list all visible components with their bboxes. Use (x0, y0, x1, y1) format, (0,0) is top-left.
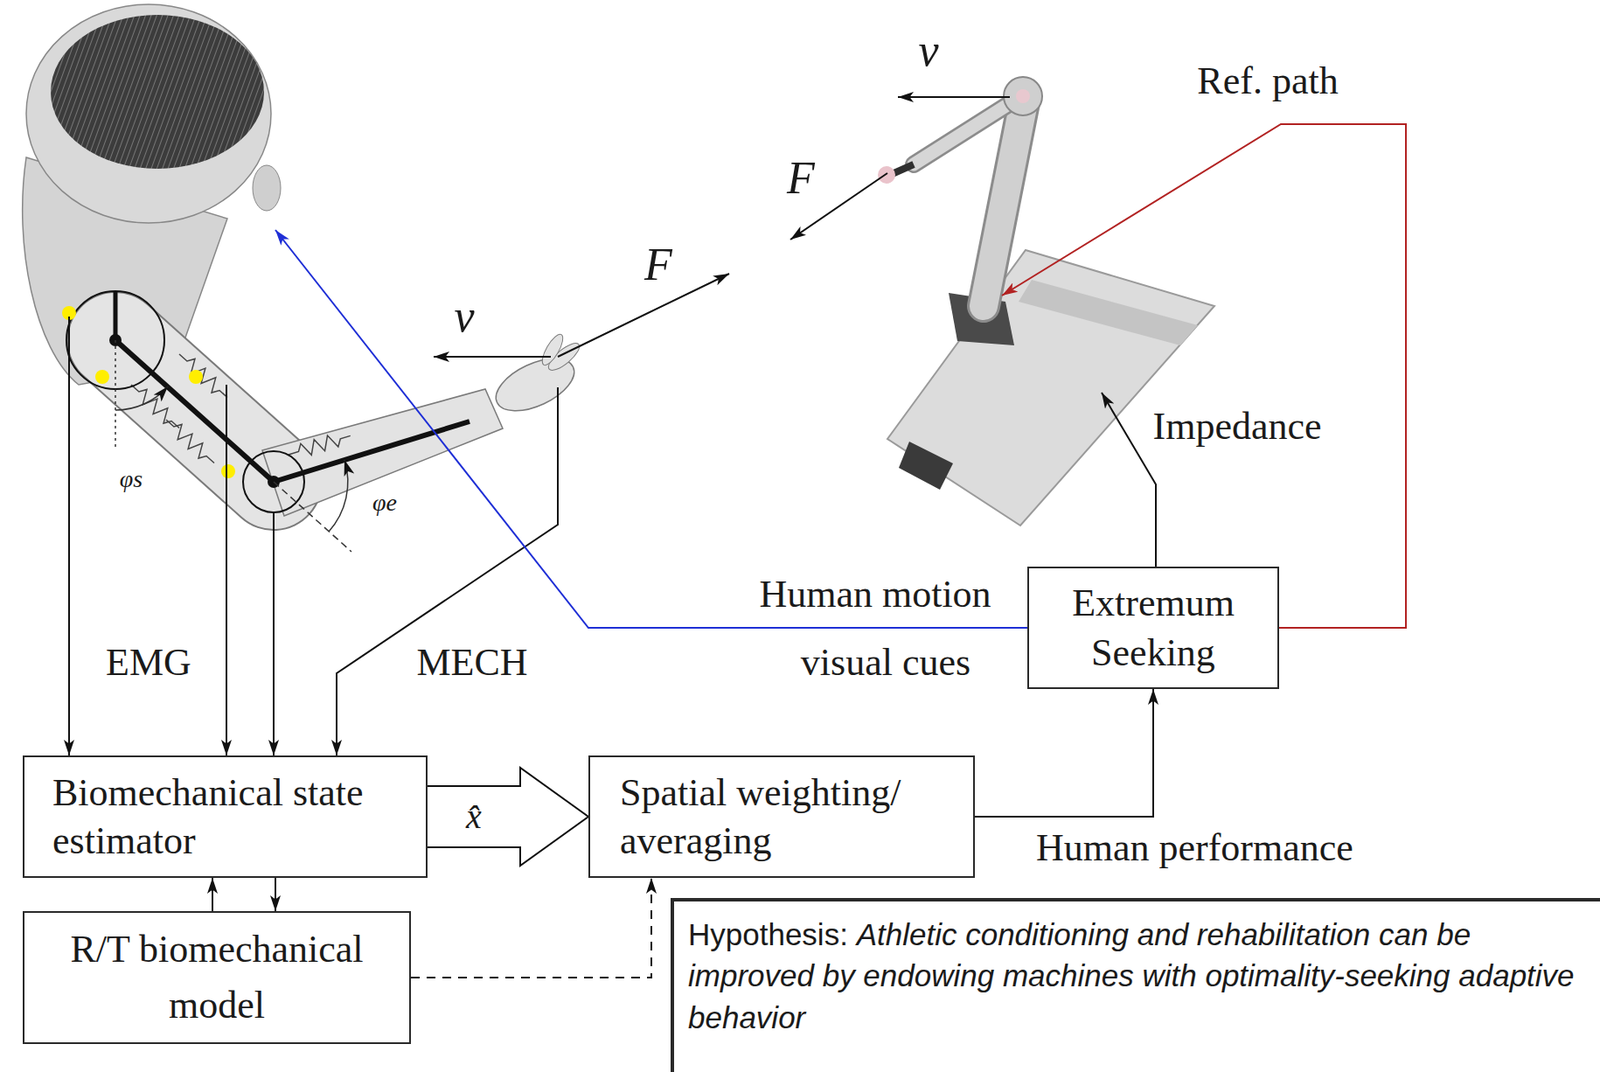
angle-arc (115, 386, 168, 411)
emg-electrode (95, 369, 110, 384)
spring-symbol (286, 429, 353, 462)
angle-reference (114, 340, 117, 451)
emg-electrode (188, 369, 203, 384)
robot-link (913, 96, 1022, 165)
force-arrow (557, 273, 730, 357)
process-box: Hypothesis:Athletic conditioning and reh… (670, 897, 1600, 1072)
signal-label: EMG (105, 641, 192, 684)
robot-joint (1015, 89, 1030, 104)
signal-label: Human motion (758, 573, 991, 616)
robot-link (983, 97, 1025, 307)
text-block: Extremum Seeking (1052, 577, 1254, 678)
process-box: R/T biomechanical model (22, 911, 411, 1044)
spring-symbol (174, 348, 233, 403)
head (26, 4, 272, 223)
robot-link (983, 97, 1025, 307)
robot-base-panel (1018, 279, 1198, 346)
forearm (262, 389, 503, 516)
signal-label: visual cues (800, 641, 971, 684)
signal-wire (336, 387, 558, 756)
symbol-label: F (644, 239, 673, 290)
box-label: R/T biomechanical model (41, 921, 392, 1034)
spring-symbol (126, 379, 185, 433)
symbol-label: φs (119, 466, 143, 494)
process-box: Biomechanical state estimator (22, 755, 428, 878)
angle-arc (328, 459, 348, 532)
process-box: Extremum Seeking (1027, 566, 1280, 689)
robot-base (887, 250, 1215, 526)
connector-arrow (974, 688, 1154, 817)
emg-electrode (221, 464, 236, 479)
link (113, 291, 119, 341)
box-label: Biomechanical state estimator (52, 768, 398, 865)
symbol-label: φe (372, 489, 397, 517)
robot-base-panel (898, 441, 954, 490)
ref-path-wire (1001, 124, 1406, 628)
signal-wire (68, 316, 70, 756)
upper-arm (115, 340, 274, 482)
connector-arrow (211, 877, 214, 912)
edge-label: x̂ (466, 797, 482, 836)
upper-arm-outline (115, 340, 274, 482)
box-label: Extremum Seeking (1052, 577, 1254, 678)
nose (252, 165, 281, 211)
heading: Hypothesis: (688, 917, 849, 952)
box-label: Spatial weighting/ averaging (619, 768, 944, 865)
symbol-label: v (918, 25, 939, 76)
visual-cue-wire (275, 229, 1028, 628)
text-block: Hypothesis:Athletic conditioning and reh… (688, 913, 1580, 1038)
connector-arrow (410, 877, 652, 978)
signal-label: MECH (416, 641, 528, 684)
edge-label: Human performance (1036, 827, 1354, 870)
velocity-arrow (897, 96, 1010, 98)
symbol-label: v (453, 291, 474, 341)
velocity-arrow (433, 355, 551, 358)
text-block: Biomechanical state estimator (52, 768, 398, 865)
robot-tool (877, 166, 896, 184)
hair (50, 14, 265, 169)
signal-wire (272, 512, 275, 756)
impedance-wire (1101, 392, 1156, 567)
signal-label: Impedance (1153, 405, 1322, 448)
signal-label: Ref. path (1196, 60, 1338, 103)
text-block: Spatial weighting/ averaging (619, 768, 944, 865)
link (273, 421, 470, 482)
block-arrow (427, 767, 589, 866)
finger (538, 331, 567, 369)
connector-arrow (274, 877, 277, 912)
process-box: Spatial weighting/ averaging (588, 755, 975, 878)
link (115, 340, 274, 482)
signal-wire (225, 384, 228, 756)
text-block: R/T biomechanical model (41, 921, 392, 1034)
robot-link (913, 96, 1022, 165)
symbol-label: F (786, 153, 815, 203)
